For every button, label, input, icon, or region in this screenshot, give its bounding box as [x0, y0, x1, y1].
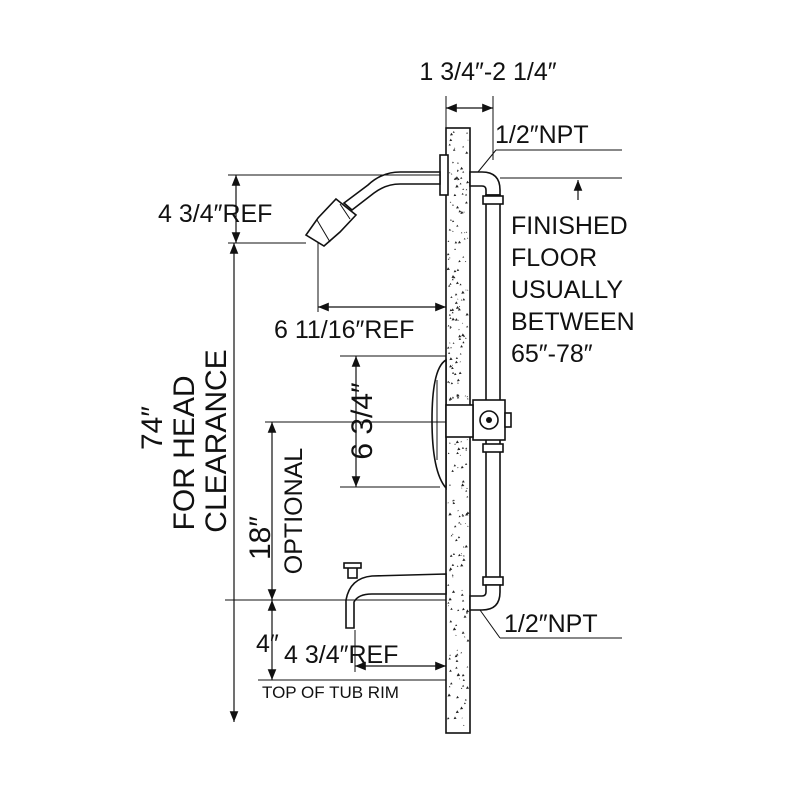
dimension-arrows	[229, 175, 583, 722]
npt-bottom-label: 1/2″NPT	[504, 610, 598, 638]
tub-rim-label: TOP OF TUB RIM	[262, 683, 399, 702]
spout-ref-label: 4 3/4″REF	[284, 641, 398, 669]
clearance-line2-label: CLEARANCE	[200, 349, 233, 532]
clearance-value-label: 74″	[136, 406, 169, 450]
handle-height-label: 6 3/4″	[346, 382, 379, 460]
spout-above-rim-label: 4″	[256, 630, 279, 658]
floor-note-line: BETWEEN	[511, 308, 635, 336]
floor-note-line: FLOOR	[511, 244, 597, 272]
wall-speckle-pattern	[446, 131, 470, 726]
supply-pipe	[469, 171, 512, 611]
optional-text-label: OPTIONAL	[280, 448, 308, 575]
arm-ref-label: 6 11/16″REF	[274, 316, 414, 344]
floor-note-line: 65″-78″	[511, 340, 593, 368]
tub-spout	[343, 562, 447, 629]
floor-note-line: FINISHED	[511, 212, 628, 240]
head-ref-label: 4 3/4″REF	[158, 200, 272, 228]
wall-thickness-label: 1 3/4″-2 1/4″	[419, 58, 556, 86]
optional-value-label: 18″	[244, 516, 277, 560]
clearance-line1-label: FOR HEAD	[168, 375, 201, 530]
wall-thickness-dimension: 1 3/4″-2 1/4″	[419, 58, 557, 160]
valve-trim	[431, 358, 474, 491]
floor-note-line: USUALLY	[511, 276, 623, 304]
finished-floor-note: FINISHED FLOOR USUALLY BETWEEN 65″-78″	[511, 212, 635, 368]
npt-top-label: 1/2″NPT	[495, 121, 589, 149]
shower-head	[304, 154, 449, 247]
